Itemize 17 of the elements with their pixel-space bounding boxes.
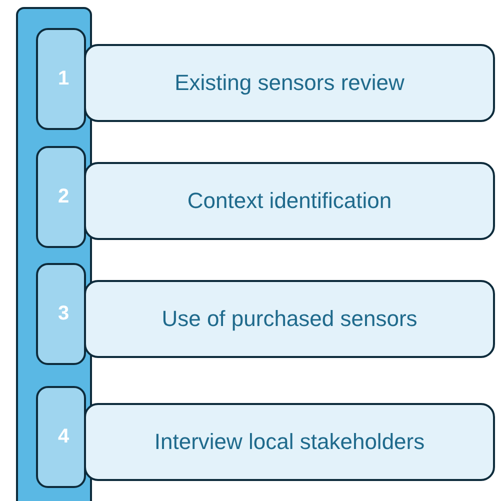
step-tab [36, 28, 86, 130]
step-tab [36, 263, 86, 365]
step-box [84, 280, 495, 358]
side-bar [16, 7, 92, 501]
step-box [84, 162, 495, 240]
step-label: Use of purchased sensors [162, 306, 418, 332]
step-tab [36, 386, 86, 488]
step-label: Interview local stakeholders [154, 429, 425, 455]
step-number: 4 [58, 426, 70, 448]
step-box [84, 44, 495, 122]
step-box [84, 403, 495, 481]
step-label: Existing sensors review [174, 70, 404, 96]
step-label: Context identification [187, 188, 392, 214]
step-number: 3 [58, 302, 70, 326]
step-number: 1 [58, 68, 70, 90]
step-number: 2 [58, 186, 70, 208]
step-tab [36, 146, 86, 248]
